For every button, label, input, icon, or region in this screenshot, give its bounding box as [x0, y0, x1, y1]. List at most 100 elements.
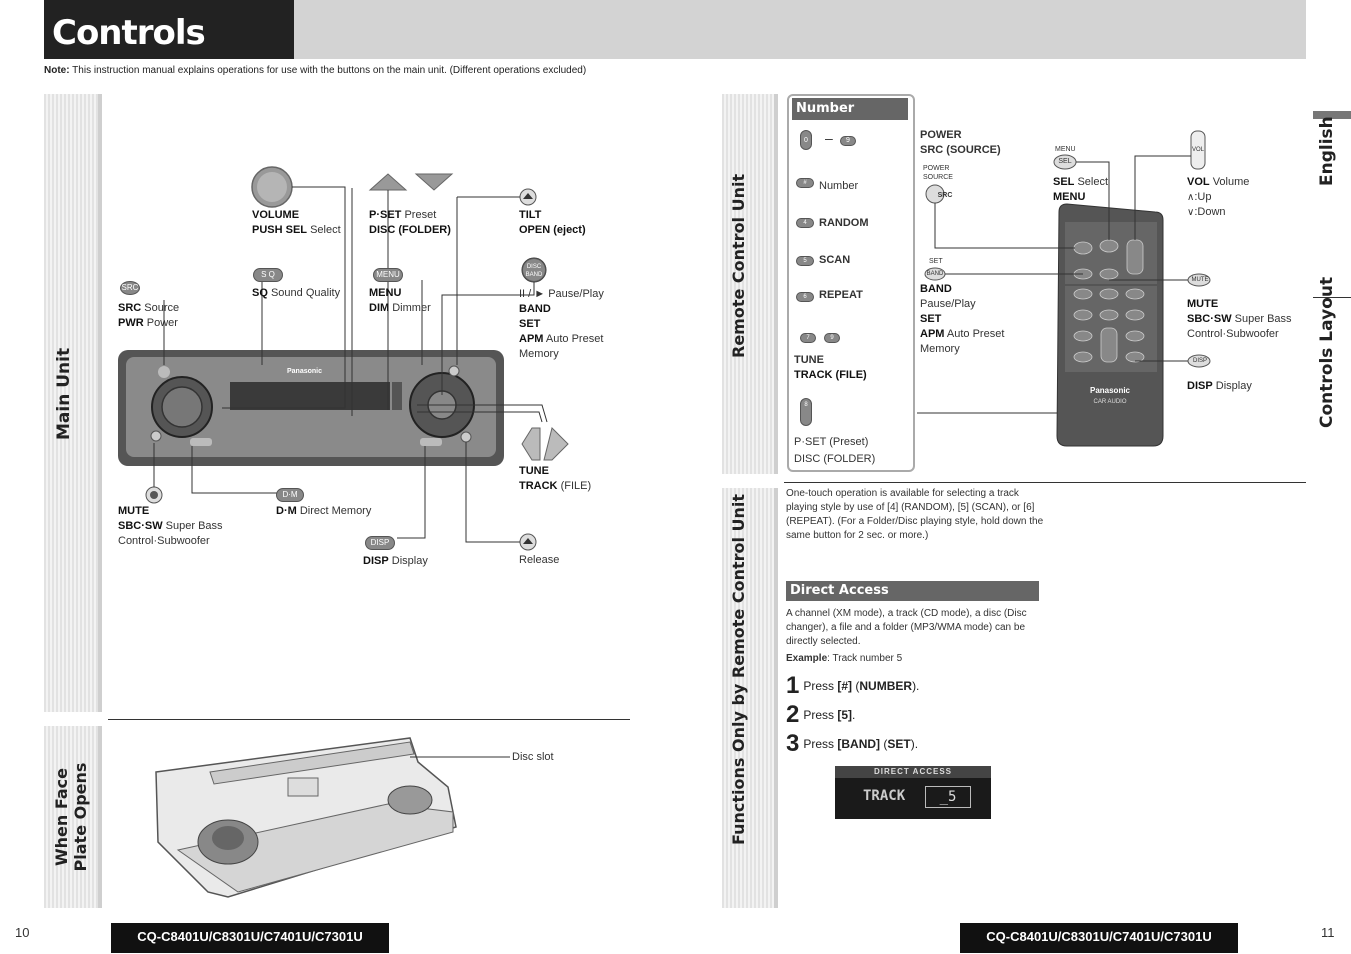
- remote-label: Remote Control Unit: [729, 173, 748, 358]
- apm-remote-name: APM: [920, 328, 945, 340]
- sel-remote-key: SEL: [1058, 158, 1072, 165]
- open-eject-name: OPEN (eject): [519, 224, 586, 236]
- display-value: _5: [925, 786, 971, 808]
- volume-label: VOLUME PUSH SEL Select: [252, 208, 341, 238]
- step-1-pre: Press: [803, 679, 838, 693]
- english-label: English: [1317, 116, 1337, 186]
- disp-remote-name: DISP: [1187, 380, 1213, 392]
- remote-sidebar: [722, 94, 778, 474]
- note-label: Note:: [44, 65, 70, 76]
- mute-remote-name: MUTE: [1187, 298, 1219, 310]
- tilt-label: TILT OPEN (eject): [519, 208, 586, 238]
- disp-remote-key: DISP: [1192, 358, 1207, 364]
- main-unit-label: Main Unit: [54, 347, 74, 440]
- pset-preset-text: P·SET (Preset): [794, 436, 869, 448]
- direct-access-desc: A channel (XM mode), a track (CD mode), …: [786, 608, 1027, 647]
- disp-button: DISP: [365, 536, 395, 550]
- src-source-text: SRC (SOURCE): [920, 144, 1001, 156]
- apm-text: Auto Preset: [545, 333, 604, 345]
- remote-car-audio: CAR AUDIO: [1093, 399, 1127, 405]
- page-title: Controls Layout: [44, 0, 294, 119]
- dm-name: D·M: [276, 505, 297, 517]
- disp-label: DISP Display: [363, 554, 428, 569]
- step-3-number: 3: [786, 730, 800, 757]
- number-buttons-header: Number Buttons: [792, 98, 908, 138]
- pset-text: Preset: [404, 209, 437, 221]
- disc-folder-text: DISC (FOLDER): [794, 453, 876, 465]
- disp-remote-text: Display: [1215, 380, 1252, 392]
- one-touch-text: One-touch operation is available for sel…: [786, 488, 1044, 541]
- vol-remote-key: VOL: [1191, 147, 1204, 153]
- sq-text: Sound Quality: [270, 287, 341, 299]
- push-sel-text: Select: [310, 224, 341, 236]
- sel-text: Select: [1077, 176, 1109, 188]
- menu-name: MENU: [369, 287, 402, 299]
- face-plate-label: When Face Plate Opens: [52, 762, 90, 872]
- dm-label: D·M Direct Memory: [276, 504, 371, 519]
- scan-text: SCAN: [819, 254, 851, 266]
- side-tab-divider: [1313, 297, 1351, 298]
- disp-name: DISP: [363, 555, 389, 567]
- face-plate-drawing: [155, 737, 510, 898]
- power-text: POWER: [920, 129, 962, 141]
- release-label: Release: [519, 554, 560, 566]
- sbc-sw-name: SBC·SW: [118, 520, 163, 532]
- remote-mute-label: MUTE SBC·SW Super Bass Control·Subwoofer: [1187, 297, 1292, 342]
- example-label: Example: [786, 653, 828, 664]
- apm-remote-text: Auto Preset: [946, 328, 1005, 340]
- file-text: (FILE): [560, 480, 592, 492]
- src-text: Source: [144, 302, 180, 314]
- english-tab-marker: [1313, 111, 1351, 119]
- set-remote-name: SET: [920, 313, 942, 325]
- sbc-remote-name: SBC·SW: [1187, 313, 1232, 325]
- sbc-remote-text2: Control·Subwoofer: [1187, 328, 1279, 340]
- number-text: Number: [819, 180, 859, 192]
- dm-text: Direct Memory: [299, 505, 372, 517]
- page-number-right: 11: [1321, 925, 1335, 940]
- dim-text: Dimmer: [392, 302, 431, 314]
- tune-up-key: 9: [824, 333, 840, 343]
- src-name: SRC: [118, 302, 142, 314]
- push-sel-name: PUSH SEL: [252, 224, 308, 236]
- step-3-mid: (: [880, 737, 888, 751]
- src-remote-key: SRC: [937, 192, 953, 199]
- track-name: TRACK: [519, 480, 558, 492]
- pwr-text: Power: [146, 317, 178, 329]
- band-label: II / ► Pause/Play BAND SET APM Auto Pres…: [519, 287, 604, 362]
- step-1-key: [#]: [837, 679, 853, 693]
- step-3-post: ).: [910, 737, 919, 751]
- step-1-number: 1: [786, 672, 800, 699]
- step-3-key2: SET: [887, 737, 911, 751]
- band-name: BAND: [519, 303, 551, 315]
- memory-remote-text: Memory: [920, 343, 960, 355]
- functions-label: Functions Only by Remote Control Unit: [729, 493, 748, 845]
- sbc-sw-text: Super Bass: [165, 520, 223, 532]
- tune-label: TUNE TRACK (FILE): [519, 464, 591, 494]
- tilt-name: TILT: [519, 209, 542, 221]
- remote-sel-label: SEL Select MENU: [1053, 175, 1108, 205]
- pause-play-text: II / ► Pause/Play: [519, 288, 604, 300]
- model-footer-right: CQ-C8401U/C8301U/C7401U/C7301U: [960, 923, 1238, 953]
- repeat-text: REPEAT: [819, 289, 863, 301]
- step-1-post: ).: [912, 679, 920, 693]
- scan-key: 5: [796, 256, 814, 266]
- step-3-key: [BAND]: [837, 737, 881, 751]
- display-track: TRACK: [863, 788, 906, 804]
- apm-name: APM: [519, 333, 544, 345]
- memory-text: Memory: [519, 348, 559, 360]
- sq-button: S Q: [253, 268, 283, 282]
- note: Note: This instruction manual explains o…: [44, 65, 586, 76]
- example-text: : Track number 5: [827, 653, 903, 664]
- step-2-number: 2: [786, 701, 800, 728]
- dim-name: DIM: [369, 302, 390, 314]
- mute-remote-key: MUTE: [1191, 277, 1209, 283]
- pset-name: P·SET: [369, 209, 402, 221]
- note-text: This instruction manual explains operati…: [72, 65, 587, 76]
- main-unit-sidebar: [44, 94, 102, 712]
- nine-key: 9: [840, 136, 856, 146]
- step-3-pre: Press: [803, 737, 838, 751]
- random-key: 4: [796, 218, 814, 228]
- remote-diagram: [917, 130, 1211, 447]
- remote-vol-label: VOL Volume ∧:Up ∨:Down: [1187, 175, 1249, 220]
